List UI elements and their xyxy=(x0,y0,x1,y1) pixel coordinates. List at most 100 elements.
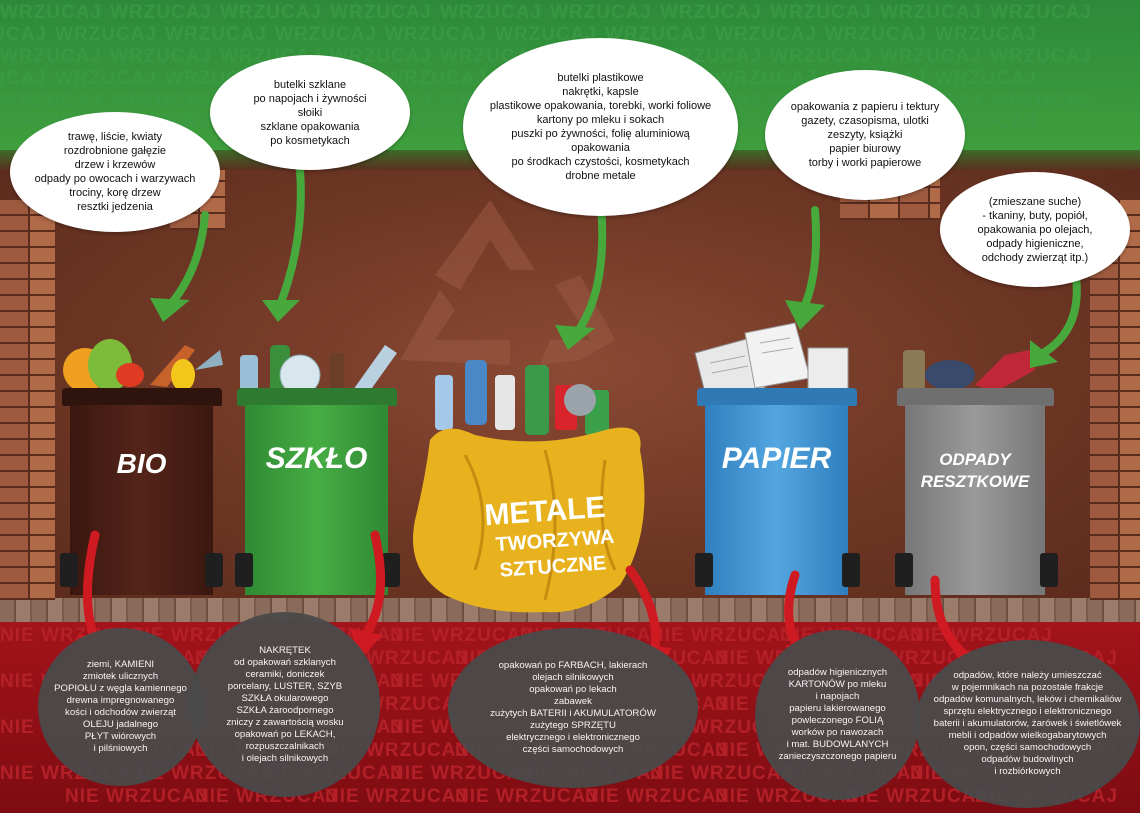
green-arrow-resztkowe xyxy=(1036,266,1081,359)
watermark-text: WRZUCAJ xyxy=(990,90,1092,111)
szklo-allowed-item: po kosmetykach xyxy=(270,134,350,147)
bio-not-allowed-item: drewna impregnowanego xyxy=(66,695,175,706)
papier-allowed-item: zeszyty, książki xyxy=(827,129,903,141)
bin-wheel xyxy=(1040,553,1058,587)
szklo-not-allowed-item: SZKŁA okularowego xyxy=(241,692,329,704)
watermark-text: WRZUCAJ xyxy=(275,24,377,45)
watermark-text: NIE WRZUCAJ xyxy=(455,786,598,807)
bin-wheel xyxy=(235,553,253,587)
metale-not-allowed-item: zabawek xyxy=(554,696,592,707)
watermark-text: NIE WRZUCAJ xyxy=(585,786,728,807)
resztkowe-not-allowed-item: odpadów budowlnych xyxy=(981,754,1074,765)
bio-allowed-item: trawę, liście, kwiaty xyxy=(67,131,163,143)
paper-contents xyxy=(694,322,849,393)
bio-allowed-bubble: trawę, liście, kwiaty rozdrobnione gałęzi… xyxy=(10,112,220,232)
watermark-text: NIE WRZUCAJ xyxy=(390,625,533,646)
watermark-text: WRZUCAJ xyxy=(385,24,487,45)
watermark-text: WRZUCAJ xyxy=(110,2,212,23)
watermark-text: WRZUCAJ xyxy=(440,2,542,23)
left-brick-pillar xyxy=(0,200,55,600)
szklo-not-allowed-item: NAKRĘTEK xyxy=(259,644,311,656)
bio-allowed-item: trociny, korę drzew xyxy=(69,187,161,199)
watermark-text: NIE WRZUCAJ xyxy=(325,786,468,807)
metale-allowed-item: po środkach czystości, kosmetykach xyxy=(511,156,690,168)
papier-allowed-item: gazety, czasopisma, ulotki xyxy=(801,115,929,127)
resztkowe-not-allowed-item: sprzętu elektrycznego i elektronicznego xyxy=(943,706,1112,717)
watermark-text: WRZUCAJ xyxy=(0,2,102,23)
bin-wheel xyxy=(382,553,400,587)
resztkowe-allowed-item: (zmieszane suche) xyxy=(988,195,1082,208)
green-arrow-szklo xyxy=(276,166,305,309)
metale-not-allowed-item: opakowań po lekach xyxy=(529,684,617,695)
watermark-text: WRZUCAJ xyxy=(0,90,102,111)
szklo-allowed-item: szklane opakowania xyxy=(260,120,360,133)
metale-allowed-item: drobne metale xyxy=(565,170,636,182)
papier-not-allowed-item: powleczonego FOLIĄ xyxy=(791,715,884,726)
resztkowe-allowed-bubble: (zmieszane suche)- tkaniny, buty, popiół… xyxy=(940,172,1130,287)
watermark-text: NIE WRZUCAJ xyxy=(845,786,988,807)
bin-wheel xyxy=(842,553,860,587)
papier-allowed-item: papier biurowy xyxy=(829,143,901,155)
szklo-not-allowed-item: i olejach silnikowych xyxy=(241,752,329,764)
mixed-waste-contents xyxy=(903,350,1035,392)
bio-allowed-list: trawę, liście, kwiaty rozdrobnione gałęzi… xyxy=(35,130,196,214)
bio-allowed-item: drzew i krzewów xyxy=(74,159,156,171)
watermark-text: WRZUCAJ xyxy=(825,24,927,45)
watermark-text: WRZUCAJ xyxy=(935,68,1037,89)
green-arrow-bio xyxy=(166,211,209,309)
watermark-text: WRZUCAJ xyxy=(385,68,487,89)
szklo-not-allowed-item: SZKŁA żaroodpornego xyxy=(236,704,334,716)
papier-bin-body xyxy=(705,405,848,595)
bio-not-allowed-item: OLEJU jadalnego xyxy=(82,719,159,730)
green-arrows-layer xyxy=(150,166,1081,368)
watermark-text: WRZUCAJ xyxy=(0,68,47,89)
bin-wheel xyxy=(205,553,223,587)
szklo-not-allowed-item: od opakowań szklanych xyxy=(234,656,336,668)
bio-not-allowed-item: zmiotek ulicznych xyxy=(82,671,159,682)
bin-wheel xyxy=(60,553,78,587)
papier-not-allowed-item: odpadów higienicznych xyxy=(787,667,888,678)
watermark-text: WRZUCAJ xyxy=(935,24,1037,45)
resztkowe-allowed-item: - tkaniny, buty, popiół, xyxy=(982,209,1088,222)
szklo-not-allowed-item: zniczy z zawartością wosku xyxy=(226,716,344,728)
papier-not-allowed-item: KARTONÓW po mleku xyxy=(788,679,887,690)
papier-bin-lid xyxy=(697,388,857,406)
yellow-bag xyxy=(413,360,645,613)
resztkowe-bin-body xyxy=(905,405,1045,595)
watermark-text: WRZUCAJ xyxy=(880,2,982,23)
papier-bin-label: PAPIER xyxy=(721,442,832,475)
metale-allowed-item: plastikowe opakowania, torebki, worki fo… xyxy=(489,100,712,112)
metale-allowed-item: puszki po żywności, folię aluminiową xyxy=(511,128,690,140)
szklo-bin-body xyxy=(245,405,388,595)
bio-allowed-item: rozdrobnione gałęzie xyxy=(63,145,167,157)
resztkowe-bin-lid xyxy=(897,388,1054,406)
watermark-text: WRZUCAJ xyxy=(165,24,267,45)
watermark-text: WRZUCAJ xyxy=(330,2,432,23)
watermark-text: WRZUCAJ xyxy=(220,2,322,23)
bio-not-allowed-item: PŁYT wiórowych xyxy=(84,731,157,742)
resztkowe-allowed-list: (zmieszane suche)- tkaniny, buty, popiół… xyxy=(978,195,1093,265)
metale-allowed-item: kartony po mleku i sokach xyxy=(536,114,665,126)
resztkowe-not-allowed-item: odpadów, które należy umieszczać xyxy=(953,670,1102,681)
watermark-text: WRZUCAJ xyxy=(990,2,1092,23)
resztkowe-not-allowed-item: mebli i odpadów wielkogabarytowych xyxy=(948,730,1107,741)
watermark-text: NIE WRZUCAJ xyxy=(65,786,208,807)
watermark-text: WRZUCAJ xyxy=(715,68,817,89)
resztkowe-not-allowed-item: opon, części samochodowych xyxy=(963,742,1092,753)
recycle-symbol-background xyxy=(400,200,615,365)
bio-allowed-item: resztki jedzenia xyxy=(77,201,153,213)
watermark-text: WRZUCAJ xyxy=(990,46,1092,67)
watermark-text: WRZUCAJ xyxy=(550,2,652,23)
metale-not-allowed-item: zużytego SPRZĘTU xyxy=(530,720,616,731)
szklo-allowed-item: słoiki xyxy=(297,106,323,119)
